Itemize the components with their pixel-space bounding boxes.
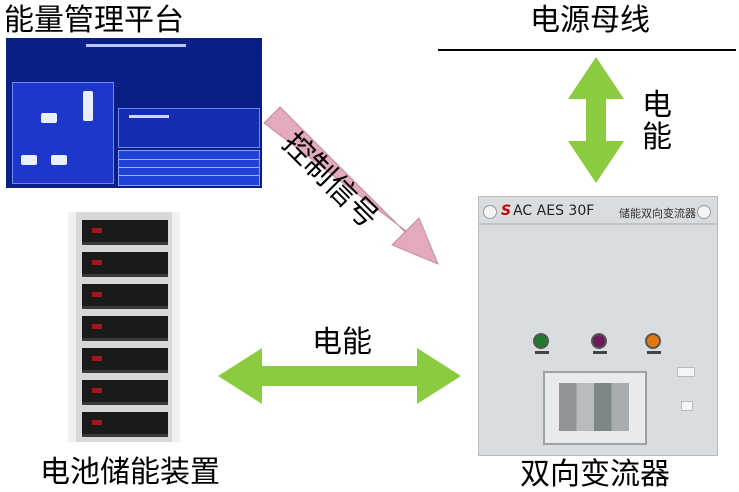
battery-module [82, 220, 168, 245]
battery-label: 电池储能装置 [40, 455, 220, 490]
energy-arrow-vertical [568, 57, 624, 183]
brand-mark: S [501, 203, 512, 219]
battery-module [82, 316, 168, 341]
platform-data-table [118, 150, 260, 186]
battery-storage-image [68, 212, 180, 442]
rack-rail [68, 212, 76, 442]
cabinet-icon [83, 91, 93, 121]
converter-label: 双向变流器 [520, 457, 670, 492]
indicator-lamp-purple [591, 333, 607, 349]
battery-module [82, 412, 168, 437]
vertical-energy-label: 电能 [642, 88, 672, 155]
device-icon [21, 155, 37, 165]
panel-tag [681, 401, 693, 411]
battery-module [82, 284, 168, 309]
platform-title-bar [6, 42, 262, 50]
lamp-label [647, 351, 661, 354]
platform-label: 能量管理平台 [4, 3, 184, 38]
display-frame [543, 371, 647, 445]
brand-suffix: AC [513, 203, 533, 219]
lamp-label [593, 351, 607, 354]
panel-knob [697, 205, 711, 219]
panel-knob [483, 205, 497, 219]
indicator-lamp-orange [645, 333, 661, 349]
energy-arrow-horizontal [218, 348, 461, 404]
device-icon [51, 155, 67, 165]
battery-module [82, 348, 168, 373]
power-bus-line [438, 49, 736, 51]
display-screen [559, 383, 629, 431]
battery-module [82, 380, 168, 405]
device-icon [41, 113, 57, 123]
converter-model: AES 30F [536, 203, 595, 219]
horizontal-energy-label: 电能 [312, 325, 372, 360]
panel-strip [479, 223, 717, 225]
platform-chart-area [118, 108, 260, 148]
panel-tag [677, 367, 695, 377]
indicator-lamp-green [533, 333, 549, 349]
battery-module [82, 252, 168, 277]
energy-management-platform-image [6, 38, 262, 188]
bus-label: 电源母线 [530, 3, 650, 38]
platform-left-panel [12, 82, 114, 184]
converter-name-plate: 储能双向变流器 [619, 207, 696, 220]
lamp-label [535, 351, 549, 354]
control-signal-arrow [263, 106, 439, 265]
rack-rail [172, 212, 180, 442]
